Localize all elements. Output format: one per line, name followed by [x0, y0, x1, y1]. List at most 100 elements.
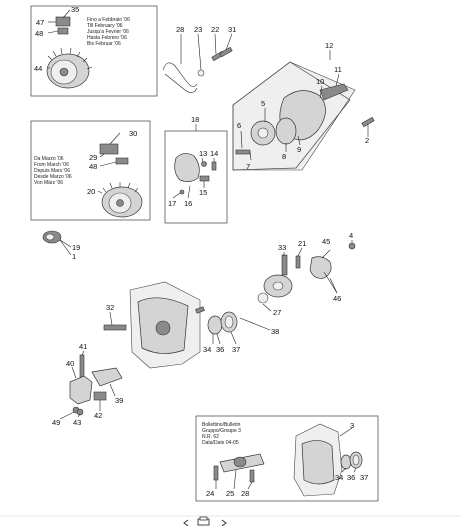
pin-41	[79, 354, 85, 380]
callout-8: 8	[282, 152, 286, 161]
group-starter: 12 11 10 5 6 7 8 9 2	[232, 41, 375, 171]
callout-41: 41	[79, 342, 87, 351]
flywheel-new	[101, 182, 143, 218]
callout-13: 13	[199, 149, 207, 158]
box-bulletin: Bollettino/Bulletin Gruppo/Groupe 3 N.R.…	[195, 415, 379, 502]
callout-25: 25	[226, 489, 234, 498]
group-clutch: 33 21 45 4 46 27	[257, 231, 356, 317]
callout-23: 23	[194, 25, 202, 34]
callout-49: 49	[52, 418, 60, 427]
callout-30: 30	[129, 129, 137, 138]
callout-4: 4	[349, 231, 353, 240]
bolt-32	[103, 324, 127, 331]
sleeve-39	[91, 367, 123, 387]
callout-3: 3	[350, 421, 354, 430]
coil-new-base	[115, 157, 129, 165]
callout-9: 9	[297, 145, 301, 154]
callout-24: 24	[206, 489, 214, 498]
bolt-6	[235, 149, 251, 155]
callout-38: 38	[271, 327, 279, 336]
washer-36	[207, 315, 223, 335]
callout-31: 31	[228, 25, 236, 34]
callout-42: 42	[94, 411, 102, 420]
coil-part	[55, 16, 71, 27]
note-until-feb-3: Jusqu'a Fevrier '06	[87, 29, 129, 35]
note-from-march-3: Depuis Mars '06	[34, 168, 70, 174]
callout-47: 47	[36, 18, 44, 27]
callout-43: 43	[73, 418, 81, 427]
coil-base	[57, 27, 69, 35]
callout-1: 1	[72, 252, 76, 261]
note-bulletin-3: N.R. 62	[202, 434, 219, 440]
note-bulletin-2: Gruppo/Groupe 3	[202, 428, 241, 434]
bottom-toolbar	[0, 515, 461, 526]
callout-34a: 34	[203, 345, 211, 354]
callout-32: 32	[106, 303, 114, 312]
group-wire-screws: 28 23 22 31	[162, 25, 236, 93]
callout-17: 17	[168, 199, 176, 208]
flywheel-old	[46, 47, 93, 89]
callout-14: 14	[210, 149, 218, 158]
coil-new	[99, 143, 119, 155]
callout-40: 40	[66, 359, 74, 368]
callout-29: 29	[89, 153, 97, 162]
screw-24	[213, 465, 219, 481]
callout-2: 2	[365, 136, 369, 145]
note-from-march-2: From March '06	[34, 162, 69, 168]
note-until-feb-2: Till February '06	[87, 23, 123, 29]
callout-22: 22	[211, 25, 219, 34]
callout-48a: 48	[35, 29, 43, 38]
group-bearing-19: 19 1	[42, 230, 80, 261]
callout-37a: 37	[232, 345, 240, 354]
callout-6: 6	[237, 121, 241, 130]
note-bulletin-1: Bollettino/Bulletin	[202, 422, 241, 428]
callout-39: 39	[115, 396, 123, 405]
callout-35a: 35	[71, 5, 79, 14]
note-bulletin-4: Data/Date 04-05	[202, 440, 239, 446]
callout-33: 33	[278, 243, 286, 252]
callout-45: 45	[322, 237, 330, 246]
bushing-42	[93, 391, 107, 401]
chevron-right-icon[interactable]	[221, 519, 227, 526]
printer-icon[interactable]	[197, 516, 210, 526]
note-until-feb-1: Fino a Febbraio '06	[87, 17, 130, 23]
callout-5: 5	[261, 99, 265, 108]
callout-46: 46	[333, 294, 341, 303]
screw-21	[295, 255, 301, 269]
callout-27: 27	[273, 308, 281, 317]
callout-15: 15	[199, 188, 207, 197]
callout-37b: 37	[360, 473, 368, 482]
callout-11: 11	[334, 65, 342, 74]
callout-34b: 34	[335, 473, 343, 482]
callout-19: 19	[72, 243, 80, 252]
callout-21: 21	[298, 239, 306, 248]
callout-48b: 48	[89, 162, 97, 171]
note-until-feb-4: Hasta Febrero '06	[87, 35, 127, 41]
callout-18: 18	[191, 115, 199, 124]
clutch-shaft	[281, 254, 288, 276]
starter-spring	[275, 117, 297, 145]
box-until-february: Fino a Febbraio '06 Till February '06 Ju…	[30, 5, 158, 97]
group-clutch-housing: 32 38 34 36 37	[103, 281, 279, 369]
callout-7: 7	[246, 162, 250, 171]
note-from-march-4: Desde Marzo '06	[34, 174, 72, 180]
callout-16: 16	[184, 199, 192, 208]
callout-20: 20	[87, 187, 95, 196]
bolt-2	[361, 116, 375, 128]
clutch-shoe	[309, 256, 332, 279]
note-from-march-5: Von März '06	[34, 180, 63, 186]
callout-28b: 28	[241, 489, 249, 498]
ignition-module	[174, 153, 200, 182]
box-from-march: Da Marzo '06 From March '06 Depuis Mars …	[30, 120, 151, 221]
note-until-feb-5: Bis Februar '06	[87, 41, 121, 47]
callout-36b: 36	[347, 473, 355, 482]
callout-28a: 28	[176, 25, 184, 34]
washer-27	[257, 292, 269, 304]
callout-36a: 36	[216, 345, 224, 354]
callout-10: 10	[316, 77, 324, 86]
screw-28	[249, 469, 255, 483]
note-from-march-1: Da Marzo '06	[34, 156, 64, 162]
chevron-left-icon[interactable]	[183, 519, 189, 526]
group-drive-shaft: 41 40 39 42 49 43	[52, 342, 123, 427]
